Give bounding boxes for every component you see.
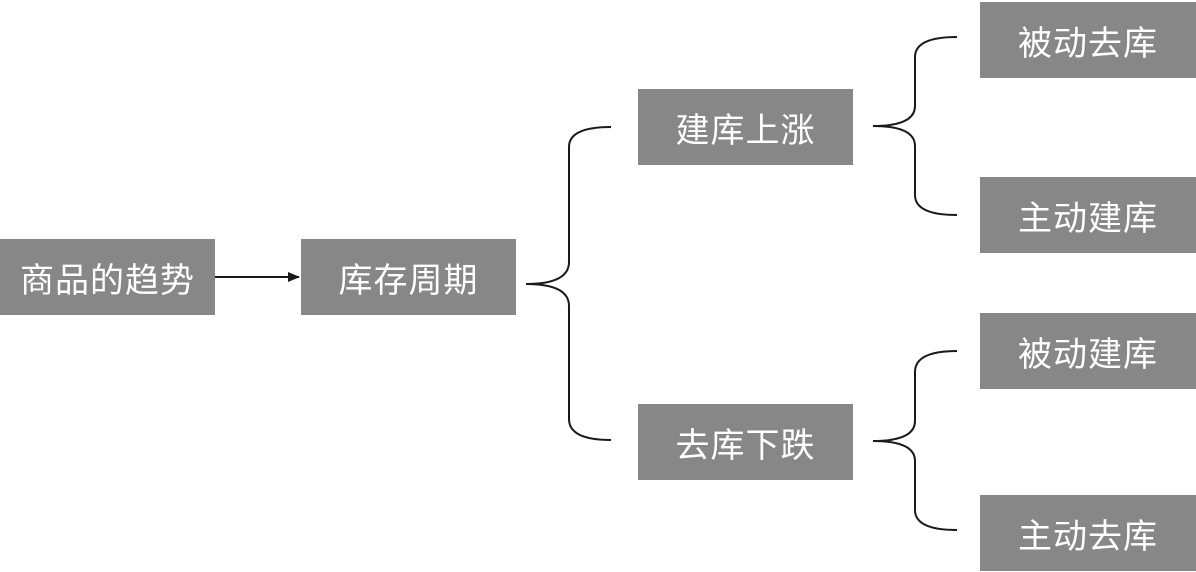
node-commodity-trend: 商品的趋势: [0, 239, 215, 315]
brace-up: [872, 36, 958, 216]
node-restock-rise: 建库上涨: [638, 89, 853, 165]
node-inventory-cycle: 库存周期: [301, 239, 516, 315]
node-passive-destock: 被动去库: [980, 2, 1196, 78]
node-passive-restock: 被动建库: [980, 313, 1196, 389]
node-active-restock: 主动建库: [980, 177, 1196, 253]
brace-cycle: [525, 126, 612, 441]
node-active-destock: 主动去库: [980, 495, 1196, 571]
brace-down: [872, 350, 958, 531]
node-destock-fall: 去库下跌: [638, 404, 853, 480]
